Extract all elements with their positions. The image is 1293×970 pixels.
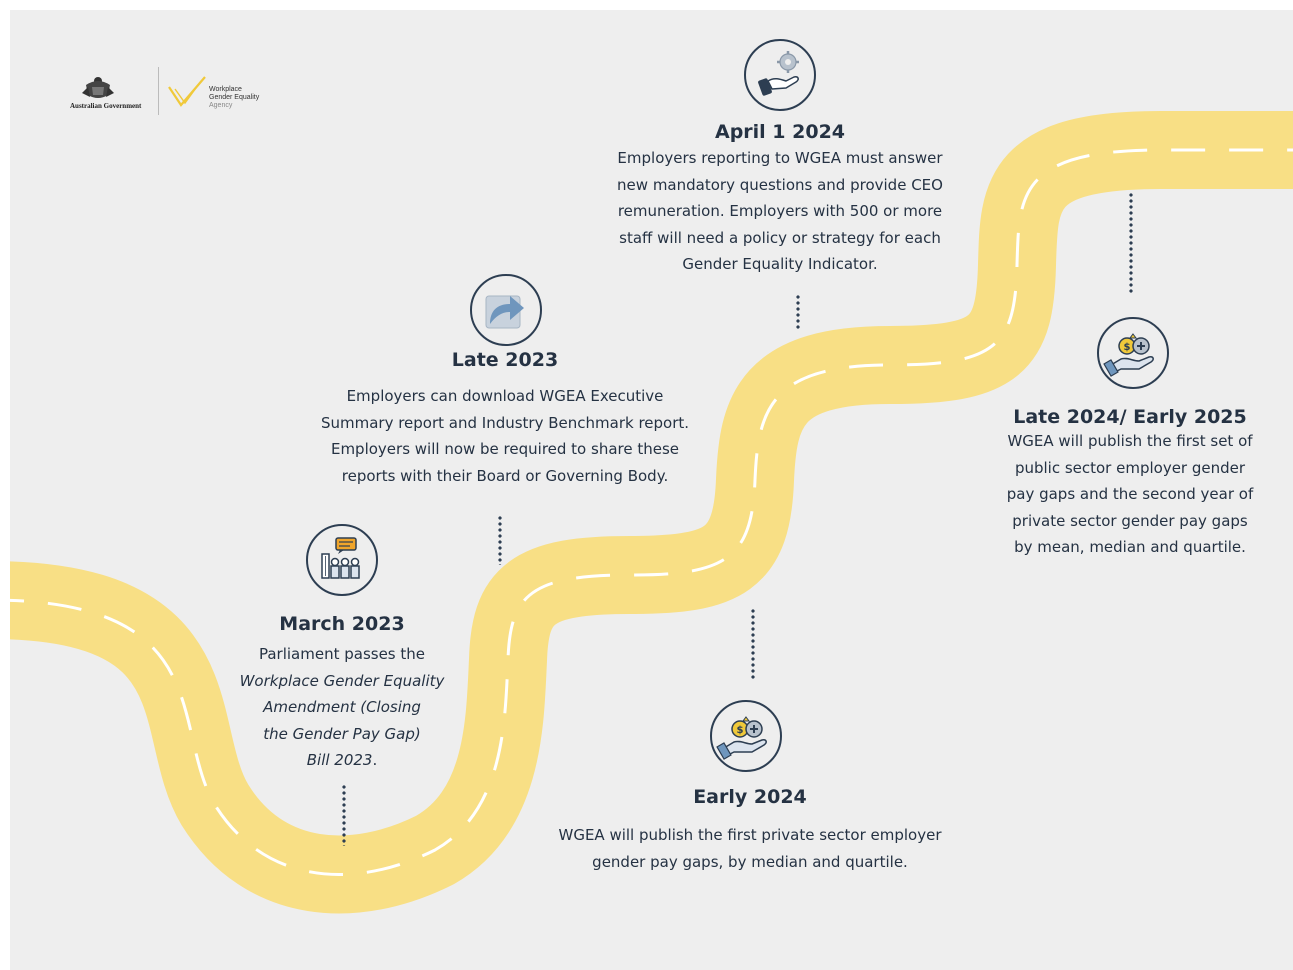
description-line: Gender Equality Indicator. bbox=[682, 255, 878, 273]
timeline-infographic: Australian Government Workplace Gender E… bbox=[10, 10, 1293, 970]
milestone-title: April 1 2024 bbox=[714, 121, 846, 143]
milestone-early-2024: Early 2024 WGEA will publish the first p… bbox=[530, 786, 970, 875]
description-line: the Gender Pay Gap) bbox=[263, 724, 421, 743]
description-line: Summary report and Industry Benchmark re… bbox=[320, 413, 690, 432]
description-line: WGEA will publish the first set of bbox=[1007, 432, 1253, 450]
description-line: private sector gender pay gaps bbox=[1012, 511, 1248, 530]
description-line: Parliament passes the bbox=[258, 645, 426, 663]
description-line: Amendment (Closing bbox=[263, 698, 421, 716]
description-line: pay gaps and the second year of bbox=[1006, 485, 1254, 503]
description-line: public sector employer gender bbox=[1014, 458, 1246, 477]
description-line: by mean, median and quartile. bbox=[1014, 538, 1246, 556]
milestone-description: Parliament passes the Workplace Gender E… bbox=[224, 641, 460, 774]
agency-name-line: Gender Equality bbox=[209, 94, 260, 101]
milestone-title: Early 2024 bbox=[693, 786, 807, 808]
description-line: . bbox=[372, 751, 378, 769]
milestone-late-2023: Late 2023 Employers can download WGEA Ex… bbox=[280, 349, 730, 489]
milestone-title: Late 2024/ Early 2025 bbox=[1013, 406, 1247, 428]
description-line: Employers can download WGEA Executive bbox=[346, 387, 664, 405]
svg-text:$: $ bbox=[737, 725, 744, 736]
logo: Australian Government Workplace Gender E… bbox=[70, 65, 280, 125]
milestone-title: Late 2023 bbox=[451, 349, 559, 371]
road-centerline bbox=[10, 148, 1293, 876]
milestone-description: Employers can download WGEA Executive Su… bbox=[280, 383, 730, 489]
share-arrow-icon bbox=[470, 274, 542, 346]
description-line: staff will need a policy or strategy for… bbox=[619, 228, 941, 247]
description-line: reports with their Board or Governing Bo… bbox=[341, 466, 669, 485]
dotted-connector bbox=[1129, 192, 1133, 294]
milestone-description: WGEA will publish the first private sect… bbox=[530, 822, 970, 875]
hand-gear-icon bbox=[744, 39, 816, 111]
milestone-march-2023: March 2023 Parliament passes the Workpla… bbox=[224, 613, 460, 774]
dotted-connector bbox=[796, 294, 800, 330]
svg-text:$: $ bbox=[1124, 342, 1131, 353]
coat-of-arms-icon bbox=[82, 77, 114, 98]
description-line: Workplace Gender Equality bbox=[239, 671, 445, 690]
meeting-people-icon bbox=[306, 524, 378, 596]
description-line: Employers will now be required to share … bbox=[330, 440, 680, 458]
milestone-late-2024: Late 2024/ Early 2025 WGEA will publish … bbox=[985, 406, 1275, 561]
agency-name-line: Workplace bbox=[209, 86, 242, 93]
description-line: new mandatory questions and provide CEO bbox=[617, 175, 943, 194]
money-hand-icon: $ bbox=[710, 700, 782, 772]
agency-name-line: Agency bbox=[209, 102, 233, 109]
description-line: WGEA will publish the first private sect… bbox=[558, 826, 942, 844]
wgea-check-logo-icon bbox=[168, 76, 206, 107]
dotted-connector bbox=[498, 515, 502, 565]
description-line: Employers reporting to WGEA must answer bbox=[617, 149, 943, 167]
milestone-april-2024: April 1 2024 Employers reporting to WGEA… bbox=[590, 121, 970, 278]
road-path bbox=[10, 111, 1293, 914]
description-line: remuneration. Employers with 500 or more bbox=[617, 202, 943, 220]
description-line: gender pay gaps, by median and quartile. bbox=[592, 852, 908, 871]
milestone-title: March 2023 bbox=[279, 613, 405, 635]
dotted-connector bbox=[751, 608, 755, 680]
logo-divider bbox=[158, 67, 159, 115]
milestone-description: WGEA will publish the first set of publi… bbox=[985, 428, 1275, 561]
government-name: Australian Government bbox=[70, 102, 142, 110]
dotted-connector bbox=[342, 784, 346, 846]
milestone-description: Employers reporting to WGEA must answer … bbox=[590, 145, 970, 278]
money-hand-icon: $ bbox=[1097, 317, 1169, 389]
agency-name: Workplace Gender Equality Agency bbox=[209, 86, 259, 110]
description-line: Bill 2023 bbox=[306, 751, 373, 769]
